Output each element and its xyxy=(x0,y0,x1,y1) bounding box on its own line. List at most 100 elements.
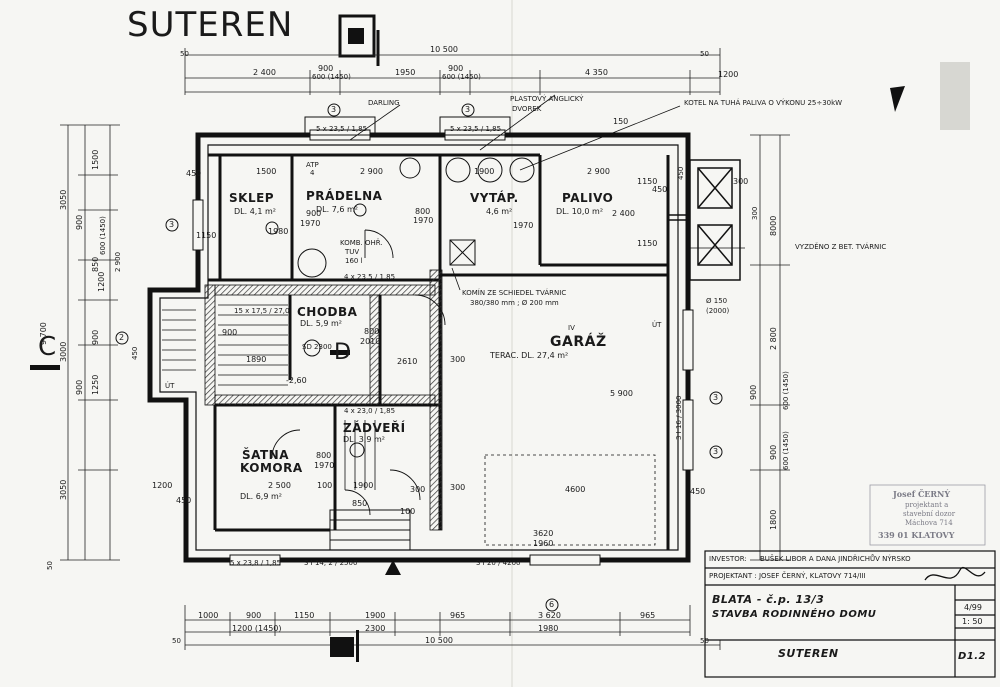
laundry-equipment xyxy=(265,157,421,458)
bottom-dim-5: 965 xyxy=(450,611,466,620)
left-dim-10: 900 xyxy=(75,379,84,395)
left-dim-11: 3050 xyxy=(59,479,68,500)
left-dim-7: 850 xyxy=(91,256,100,272)
room-dim-7: 800 xyxy=(415,207,431,216)
room-name-sklep: SKLEP xyxy=(229,191,275,205)
top-dimension-lines xyxy=(184,48,721,95)
drawing-title: SUTEREN xyxy=(127,5,294,45)
grid-marker-circles xyxy=(115,103,723,612)
left-dim-2: 3050 xyxy=(59,189,68,210)
left-wing-stairs xyxy=(162,309,196,371)
note-komb-ohr: KOMB. OHŘ. xyxy=(340,239,383,247)
door-swings xyxy=(271,229,446,516)
room-area-vytap: 4,6 m² xyxy=(486,207,513,216)
room-dim-34: 450 xyxy=(652,185,668,194)
room-dim-28: 300 xyxy=(450,483,466,492)
room-area-palivo: DL. 10,0 m² xyxy=(556,207,604,216)
room-dim-32: 1150 xyxy=(637,239,658,248)
left-dim-15: 450 xyxy=(131,346,139,360)
room-dim-17: 2 500 xyxy=(268,481,291,490)
room-dim-18: 1900 xyxy=(353,481,374,490)
bottom-dim-9: 2300 xyxy=(365,624,386,633)
top-dim-5: 4 350 xyxy=(585,68,608,77)
room-dim-13: 1890 xyxy=(246,355,267,364)
room-dim-8: 1970 xyxy=(413,216,434,225)
note-atp: ATP xyxy=(306,161,319,169)
note-stair1: 15 x 17,5 / 27,0 xyxy=(234,307,290,315)
bottom-dimension-lines xyxy=(184,605,721,650)
title-block-project-line1: BLATA - č.p. 13/3 xyxy=(712,593,825,606)
hatched-walls xyxy=(204,269,443,531)
right-dim-3: 1800 xyxy=(769,509,778,530)
top-dim-2b: 600 (1450) xyxy=(312,73,351,81)
room-dim-37: 5 900 xyxy=(610,389,633,398)
bottom-dim-12: 50 xyxy=(700,637,709,645)
grid-marker-top-left: 3 xyxy=(331,105,337,114)
note-dvorek: DVOREK xyxy=(512,105,542,113)
bottom-dim-3: 1150 xyxy=(294,611,315,620)
note-floor-bottom: 5 x 23,8 / 1,85 xyxy=(230,559,282,567)
outer-wall-inner-line xyxy=(159,144,679,551)
room-mark-garaz: IV xyxy=(568,324,575,332)
note-tuv: TUV xyxy=(345,248,360,256)
room-dim-40: 1980 xyxy=(268,227,289,236)
bottom-dim-total: 10 500 xyxy=(425,636,453,645)
room-dim-38: 2 400 xyxy=(612,209,635,218)
title-block-project-line2: STAVBA RODINNÉHO DOMU xyxy=(712,609,877,620)
room-area-garaz: TERAC. DL. 27,4 m² xyxy=(490,351,569,360)
stamp-box xyxy=(869,484,986,546)
bottom-dim-10: 1980 xyxy=(538,624,559,633)
title-block-scale: 1: 50 xyxy=(962,617,983,626)
grid-marker-left-upper: 3 xyxy=(169,220,175,229)
left-dim-8: 900 xyxy=(91,329,100,345)
note-komin: KOMÍN ZE SCHIEDEL TVÁRNIC xyxy=(462,289,567,297)
room-dim-36: 450 xyxy=(176,496,192,505)
title-block-designer: PROJEKTANT : JOSEF ČERNÝ, KLATOVY 714/II… xyxy=(709,572,866,580)
right-dim-9: 300 xyxy=(751,206,759,220)
bottom-dim-8: 1200 (1450) xyxy=(232,624,282,633)
room-dim-9: 1970 xyxy=(513,221,534,230)
note-plastovy: PLASTOVÝ ANGLICKÝ xyxy=(510,95,584,103)
room-area-pradelna: DL. 7,6 m² xyxy=(316,205,358,214)
note-atp-num: 4 xyxy=(310,169,315,177)
room-dim-1: 1500 xyxy=(256,167,277,176)
left-dim-12: 600 (1450) xyxy=(99,216,107,255)
right-dim-8: 450 xyxy=(677,166,685,180)
left-dim-9: 1250 xyxy=(91,374,100,395)
outer-walls xyxy=(147,132,691,563)
grid-marker-left-mid: 2 xyxy=(119,333,125,342)
room-dim-2: 2 900 xyxy=(360,167,383,176)
right-dim-1: 8000 xyxy=(769,215,778,236)
note-komin-dim: 380/380 mm ; Ø 200 mm xyxy=(470,299,559,307)
title-block-frame xyxy=(704,550,996,678)
bottom-dim-6: 3 620 xyxy=(538,611,561,620)
title-block-sheet-name: SUTEREN xyxy=(778,647,839,660)
room-dim-41: 100 xyxy=(400,507,416,516)
bottom-dim-11: 50 xyxy=(172,637,181,645)
boiler-equipment xyxy=(445,157,535,266)
garage-door-outline xyxy=(484,454,656,546)
stamp-line-5: 339 01 KLATOVY xyxy=(878,530,955,540)
note-kotel: KOTEL NA TUHÁ PALIVA O VÝKONU 25÷30kW xyxy=(684,99,843,107)
left-dim-6: 3000 xyxy=(59,341,68,362)
title-block-investor: BUŠEK LIBOR A DANA JINDŘICHŮV NÝRSKO xyxy=(760,555,911,563)
room-dim-30: 300 xyxy=(410,485,426,494)
title-block-code: D1.2 xyxy=(958,651,987,662)
room-dim-15: 800 xyxy=(316,451,332,460)
top-dim-4: 900 xyxy=(448,64,464,73)
stamp-line-1: Josef ČERNÝ xyxy=(893,489,951,499)
left-dim-13: 2 900 xyxy=(114,251,122,272)
grid-marker-right-lower: 3 xyxy=(713,447,719,456)
room-area-sklep: DL. 4,1 m² xyxy=(234,207,276,216)
right-dim-6: 900 xyxy=(749,384,758,400)
right-dim-2: 2 800 xyxy=(769,327,778,350)
room-dim-33: 1200 xyxy=(152,481,173,490)
note-pipe-2: (2000) xyxy=(706,307,730,315)
room-dim-10: 800 xyxy=(364,327,380,336)
room-dim-16: 1970 xyxy=(314,461,335,470)
title-orientation-arrow xyxy=(338,14,380,66)
room-name-zadveri: ZÁDVEŘÍ xyxy=(343,421,406,435)
grid-marker-right-upper: 3 xyxy=(713,393,719,402)
bottom-orientation-mark xyxy=(330,630,359,662)
